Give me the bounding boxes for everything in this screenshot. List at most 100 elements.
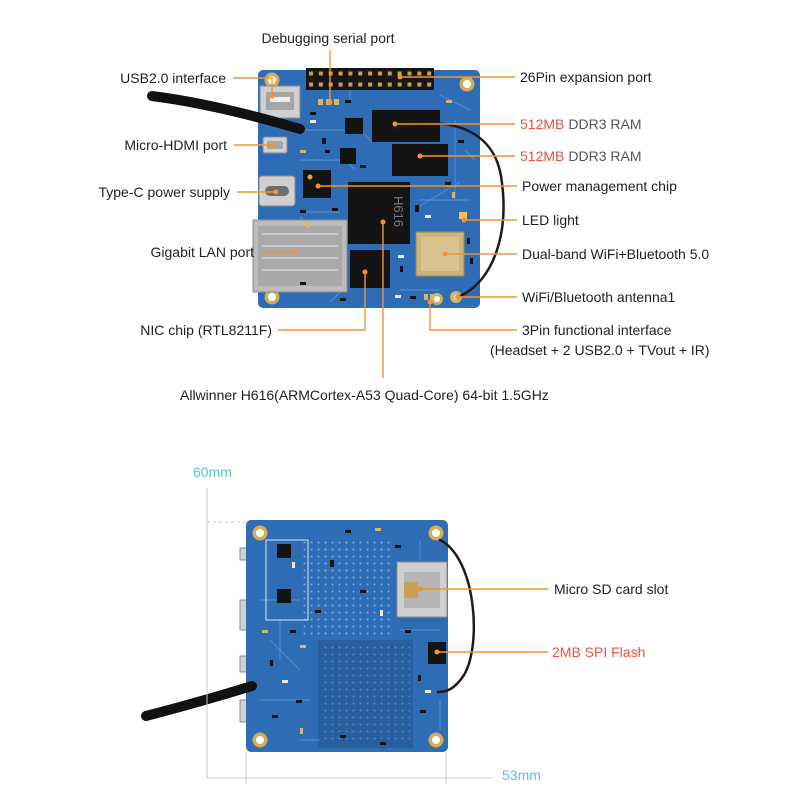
ram-2-type: DDR3 RAM (568, 148, 641, 164)
smd-component (340, 298, 346, 301)
smd-component (322, 138, 326, 144)
smd-component (340, 735, 346, 738)
smd-component (446, 100, 452, 103)
smd-component (272, 715, 278, 718)
label-functional-interface-detail: (Headset + 2 USB2.0 + TVout + IR) (490, 342, 710, 358)
leader-dot (455, 294, 461, 300)
leader-dot (269, 93, 275, 99)
label-type-c: Type-C power supply (98, 184, 230, 200)
smd-component (332, 208, 338, 211)
leader-usb (233, 77, 273, 96)
leader-dot (269, 142, 275, 148)
ram-1-size: 512MB (520, 116, 564, 132)
label-led: LED light (522, 212, 579, 228)
antenna-rod-top (147, 91, 305, 134)
label-functional-interface: 3Pin functional interface (522, 322, 672, 338)
label-sd-slot: Micro SD card slot (554, 581, 668, 597)
antenna-rod-bottom (141, 681, 257, 721)
smd-component (325, 150, 330, 153)
smd-component (400, 266, 403, 272)
smd-component (315, 610, 321, 613)
label-expansion-port: 26Pin expansion port (520, 69, 652, 85)
smd-component (395, 295, 401, 298)
button-pad (277, 544, 291, 558)
leader-dot (442, 251, 448, 257)
label-usb-interface: USB2.0 interface (120, 70, 226, 86)
label-lan: Gigabit LAN port (151, 244, 255, 260)
led (459, 212, 467, 219)
ram-2-size: 512MB (520, 148, 564, 164)
smd-component (470, 258, 473, 264)
usb-port (259, 85, 301, 119)
leader-nic (278, 272, 366, 331)
small-chip (345, 118, 363, 134)
smd-component (360, 165, 366, 168)
label-micro-hdmi: Micro-HDMI port (124, 137, 227, 153)
leader-dot (273, 189, 279, 195)
leader-lines-bottom (417, 586, 548, 655)
expansion-header-26pin (306, 68, 434, 90)
smd-component (425, 690, 431, 693)
soc-marking: H616 (391, 196, 406, 227)
smd-component (452, 192, 455, 198)
board-top-view: H616 (147, 68, 505, 308)
smd-component (425, 215, 431, 218)
leader-dot (397, 74, 403, 80)
smd-component (290, 630, 296, 633)
smd-component (410, 296, 416, 299)
label-nic: NIC chip (RTL8211F) (140, 322, 272, 338)
smd-component (330, 560, 334, 567)
label-width: 53mm (502, 767, 541, 783)
smd-component (375, 528, 381, 531)
smd-component (270, 660, 273, 666)
mounting-hole (252, 525, 268, 541)
smd-component (345, 530, 351, 533)
label-debug-serial-port: Debugging serial port (261, 30, 394, 46)
leader-functional-interface (429, 302, 517, 331)
button-pad (277, 589, 291, 603)
dimension-lines (206, 488, 492, 784)
leader-dot (434, 649, 440, 655)
smd-component (300, 150, 306, 153)
gigabit-lan-port (252, 219, 348, 293)
smd-component (380, 610, 383, 616)
smd-component (310, 120, 316, 123)
leader-dot (315, 183, 321, 189)
leader-dot (392, 121, 398, 127)
leader-dot (417, 586, 423, 592)
smd-component (282, 680, 288, 683)
smd-component (310, 112, 316, 115)
smd-component (262, 630, 268, 633)
smd-component (306, 222, 309, 228)
label-spi-flash: 2MB SPI Flash (552, 644, 645, 660)
nic-chip (350, 250, 390, 288)
ram-1-type: DDR3 RAM (568, 116, 641, 132)
smd-components-top (300, 100, 473, 301)
smd-component (445, 182, 451, 185)
leader-lines-top (233, 50, 517, 378)
label-height: 60mm (193, 464, 232, 480)
smd-component (398, 255, 404, 258)
label-soc: Allwinner H616(ARMCortex-A53 Quad-Core) … (180, 387, 549, 403)
mounting-hole (428, 525, 444, 541)
smd-component (380, 742, 386, 745)
label-antenna: WiFi/Bluetooth antenna1 (522, 289, 676, 305)
leader-dot (417, 153, 423, 159)
functional-interface-pads (424, 294, 434, 300)
leader-dot (427, 299, 433, 305)
soc-chip: H616 (348, 182, 410, 244)
smd-component (345, 100, 351, 103)
via-field (320, 645, 410, 743)
smd-component (415, 205, 419, 212)
smd-component (420, 710, 426, 713)
mounting-hole (459, 76, 475, 92)
mounting-hole (264, 289, 280, 305)
leader-dot (327, 99, 333, 105)
smd-component (418, 675, 421, 681)
leader-dot (362, 269, 368, 275)
smd-components-bottom (262, 528, 431, 745)
labels-top: Debugging serial port USB2.0 interface 2… (98, 30, 709, 403)
